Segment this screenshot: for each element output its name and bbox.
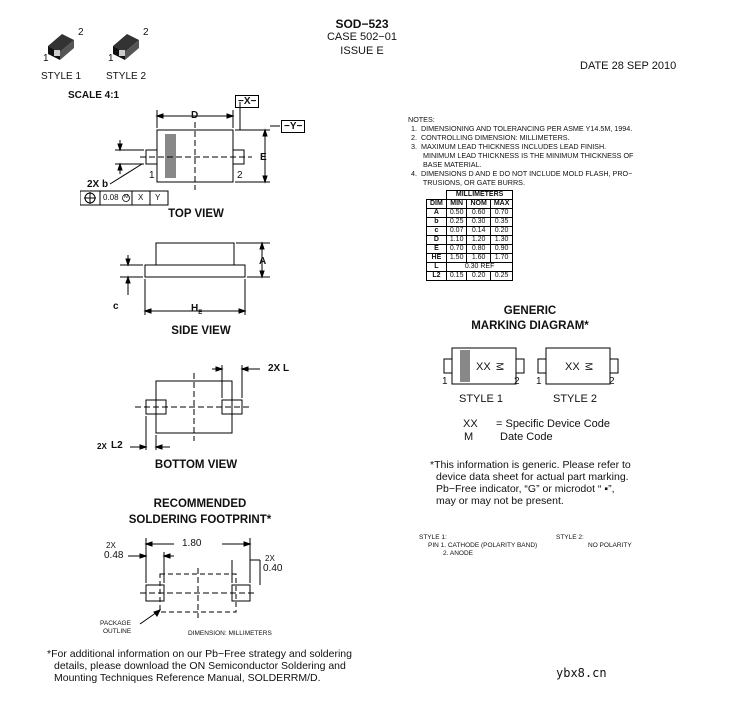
frame-datum-y: Y xyxy=(155,193,161,202)
datum-y: −Y− xyxy=(281,120,306,133)
package-icons xyxy=(48,34,139,60)
dim-e: E xyxy=(260,152,267,163)
icon1-pin2: 2 xyxy=(78,27,84,38)
style1-label: STYLE 1 xyxy=(41,71,82,82)
package-icon-style1 xyxy=(48,34,74,60)
dim-he: HE xyxy=(191,303,203,316)
footprint-caption-1: RECOMMENDED xyxy=(153,498,247,510)
package-title: SOD−523 xyxy=(335,17,389,31)
footprint-units: DIMENSION: MILLIMETERS xyxy=(188,630,272,637)
footprint-right-value: 0.40 xyxy=(263,563,283,574)
tolerance-modifier: M xyxy=(124,194,129,200)
footprint-right-count: 2X xyxy=(265,554,275,563)
datum-x: −X− xyxy=(235,95,260,108)
marking-lead-1b xyxy=(515,358,525,374)
dim-l: 2X L xyxy=(268,363,290,374)
legend-value-2: Date Code xyxy=(500,431,553,443)
marking-pin2-b: 2 xyxy=(609,376,615,387)
marking-code-2: XX xyxy=(565,361,580,373)
marking-date-1: M xyxy=(493,362,505,371)
top-pin1: 1 xyxy=(149,170,155,181)
marking-pin2-a: 2 xyxy=(514,376,520,387)
package-label: PACKAGE xyxy=(100,620,131,627)
legend-key-2: M xyxy=(464,431,474,443)
side-body-outline xyxy=(144,242,246,278)
marking-lead-2a xyxy=(537,358,547,374)
tolerance-value: 0.08 xyxy=(103,193,119,202)
outline-label: OUTLINE xyxy=(103,628,132,635)
side-view-drawing xyxy=(120,241,270,315)
issue: ISSUE E xyxy=(340,45,384,57)
polarity-band xyxy=(165,134,176,178)
marking-date-2: M xyxy=(582,362,594,371)
side-view-caption: SIDE VIEW xyxy=(171,325,231,337)
legend-value-1: = Specific Device Code xyxy=(496,418,611,430)
icon2-pin1: 1 xyxy=(108,53,114,64)
footer-note: *For additional information on our Pb−Fr… xyxy=(47,648,352,684)
footprint-left-count: 2X xyxy=(106,541,116,550)
dim-a: A xyxy=(259,256,267,267)
bottom-view-drawing xyxy=(130,365,260,450)
style1-pin1: PIN 1. CATHODE (POLARITY BAND) xyxy=(428,542,538,549)
marking-pin1-b: 1 xyxy=(536,376,542,387)
marking-lead-1a xyxy=(443,358,453,374)
style2-label: STYLE 2 xyxy=(106,71,147,82)
marking-code-1: XX xyxy=(476,361,491,373)
style2-nopol: NO POLARITY xyxy=(588,542,632,549)
top-view-caption: TOP VIEW xyxy=(168,208,224,220)
marking-diagrams xyxy=(443,347,619,385)
marking-style2: STYLE 2 xyxy=(553,393,598,405)
marking-title-2: MARKING DIAGRAM* xyxy=(471,320,589,332)
icon1-pin1: 1 xyxy=(43,53,49,64)
marking-title-1: GENERIC xyxy=(503,305,557,317)
marking-note: *This information is generic. Please ref… xyxy=(430,459,631,507)
date: DATE 28 SEP 2010 xyxy=(580,60,677,72)
dim-b: 2X b xyxy=(87,179,109,190)
scale: SCALE 4:1 xyxy=(68,90,120,101)
dim-l2-count: 2X xyxy=(97,442,107,451)
dim-l2: L2 xyxy=(111,440,123,451)
dim-d: D xyxy=(191,110,199,121)
watermark: ybx8.cn xyxy=(556,666,607,680)
footprint-drawing xyxy=(128,538,261,625)
top-pin2: 2 xyxy=(237,170,243,181)
footprint-width: 1.80 xyxy=(182,538,202,549)
footprint-left-value: 0.48 xyxy=(104,550,124,561)
style1-title: STYLE 1: xyxy=(419,534,447,541)
case-number: CASE 502−01 xyxy=(326,31,398,43)
marking-band xyxy=(460,350,470,382)
dim-c: c xyxy=(113,301,119,312)
marking-lead-2b xyxy=(609,358,619,374)
style1-pin2: 2. ANODE xyxy=(443,550,473,557)
style2-title: STYLE 2: xyxy=(556,534,584,541)
marking-style1: STYLE 1 xyxy=(459,393,504,405)
package-icon-style2 xyxy=(113,34,139,60)
frame-datum-x: X xyxy=(138,193,144,202)
marking-pin1-a: 1 xyxy=(442,376,448,387)
notes: NOTES: 1. DIMENSIONING AND TOLERANCING P… xyxy=(408,115,634,187)
footprint-caption-2: SOLDERING FOOTPRINT* xyxy=(128,514,272,526)
legend-key-1: XX xyxy=(463,418,478,430)
icon2-pin2: 2 xyxy=(143,27,149,38)
bottom-view-caption: BOTTOM VIEW xyxy=(154,459,238,471)
top-view-drawing xyxy=(80,102,280,206)
